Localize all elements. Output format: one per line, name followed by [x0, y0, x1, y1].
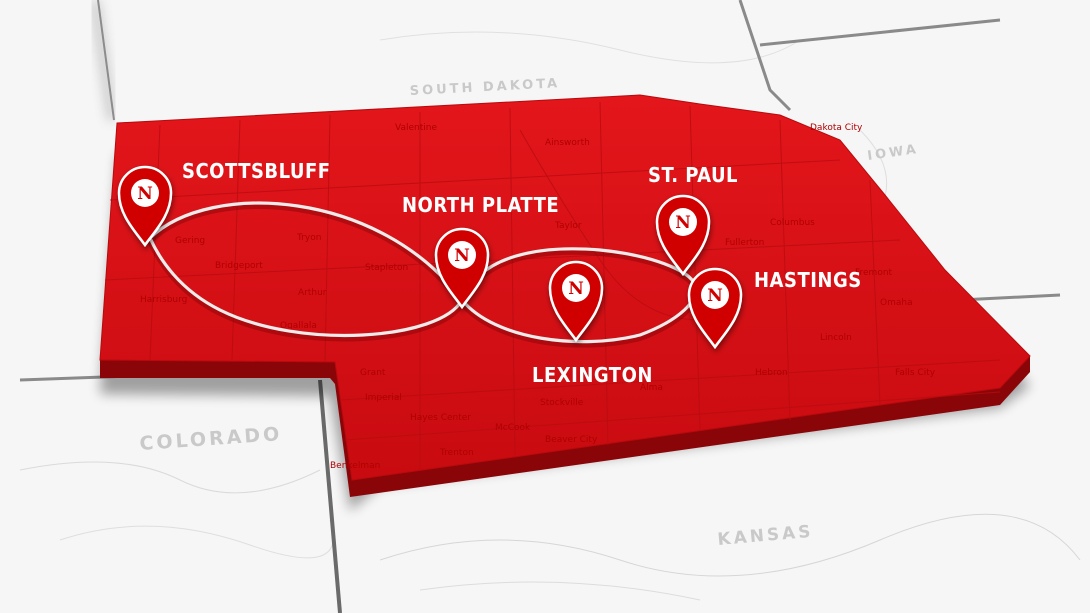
svg-text:Trenton: Trenton	[439, 448, 474, 458]
svg-text:Hayes Center: Hayes Center	[410, 413, 471, 423]
town-labels: Gering Bridgeport Harrisburg Tryon Arthu…	[140, 123, 936, 471]
svg-text:Benkelman: Benkelman	[330, 461, 380, 471]
svg-text:Imperial: Imperial	[365, 393, 402, 403]
pin-n-logo: N	[675, 213, 691, 233]
pin-lexington[interactable]: N	[548, 260, 604, 343]
pin-st-paul[interactable]: N	[655, 194, 711, 277]
svg-text:Valentine: Valentine	[395, 123, 437, 133]
svg-text:Taylor: Taylor	[554, 221, 582, 231]
river-line	[419, 581, 701, 601]
state-extrusion	[100, 356, 1030, 497]
svg-text:Gering: Gering	[175, 236, 205, 246]
svg-text:Fullerton: Fullerton	[725, 238, 764, 248]
pin-n-logo: N	[707, 286, 723, 306]
svg-text:Hebron: Hebron	[755, 368, 788, 378]
border-line	[318, 379, 342, 613]
svg-text:Alma: Alma	[640, 383, 663, 393]
svg-text:Ainsworth: Ainsworth	[545, 138, 590, 148]
city-label-north-platte: NORTH PLATTE	[402, 193, 559, 217]
pin-badge	[701, 281, 729, 309]
border-line	[959, 293, 1061, 302]
svg-text:Fremont: Fremont	[855, 268, 893, 278]
svg-text:Stockville: Stockville	[540, 398, 584, 408]
border-line	[97, 0, 115, 121]
svg-text:Tryon: Tryon	[296, 233, 321, 243]
route	[146, 201, 699, 348]
route-shadow	[146, 203, 699, 348]
pin-badge	[131, 179, 159, 207]
route-line	[148, 201, 698, 344]
city-label-st-paul: ST. PAUL	[648, 163, 738, 187]
pin-badge	[562, 274, 590, 302]
city-label-hastings: HASTINGS	[754, 268, 862, 292]
city-label-scottsbluff: SCOTTSBLUFF	[182, 159, 331, 183]
pin-badge	[448, 241, 476, 269]
svg-text:Lincoln: Lincoln	[820, 333, 852, 343]
river-line	[59, 519, 334, 559]
pin-badge	[669, 208, 697, 236]
pin-north-platte[interactable]: N	[434, 227, 490, 310]
pin-scottsbluff[interactable]: N	[117, 165, 173, 248]
river-line	[19, 461, 321, 494]
county-lines	[104, 101, 1001, 470]
svg-text:Grant: Grant	[360, 368, 386, 378]
svg-text:Harrisburg: Harrisburg	[140, 295, 187, 305]
pin-n-logo: N	[137, 184, 153, 204]
svg-text:McCook: McCook	[495, 423, 531, 433]
state-label-iowa: IOWA	[866, 142, 919, 164]
river-line	[379, 513, 1081, 577]
svg-text:Falls City: Falls City	[895, 368, 936, 378]
border-line	[92, 0, 115, 121]
svg-text:Ogallala: Ogallala	[280, 321, 317, 331]
city-label-lexington: LEXINGTON	[532, 363, 653, 387]
pin-n-logo: N	[454, 246, 470, 266]
river-line	[379, 31, 801, 64]
svg-text:Columbus: Columbus	[770, 218, 815, 228]
border-line	[738, 0, 792, 112]
pin-n-logo: N	[568, 279, 584, 299]
svg-text:Stapleton: Stapleton	[365, 263, 408, 273]
svg-text:Dakota City: Dakota City	[810, 123, 863, 133]
svg-text:Omaha: Omaha	[880, 298, 913, 308]
border-line	[759, 18, 1001, 47]
svg-text:Beaver City: Beaver City	[545, 435, 598, 445]
svg-text:Bridgeport: Bridgeport	[215, 261, 263, 271]
svg-text:Arthur: Arthur	[298, 288, 327, 298]
pin-hastings[interactable]: N	[687, 267, 743, 350]
